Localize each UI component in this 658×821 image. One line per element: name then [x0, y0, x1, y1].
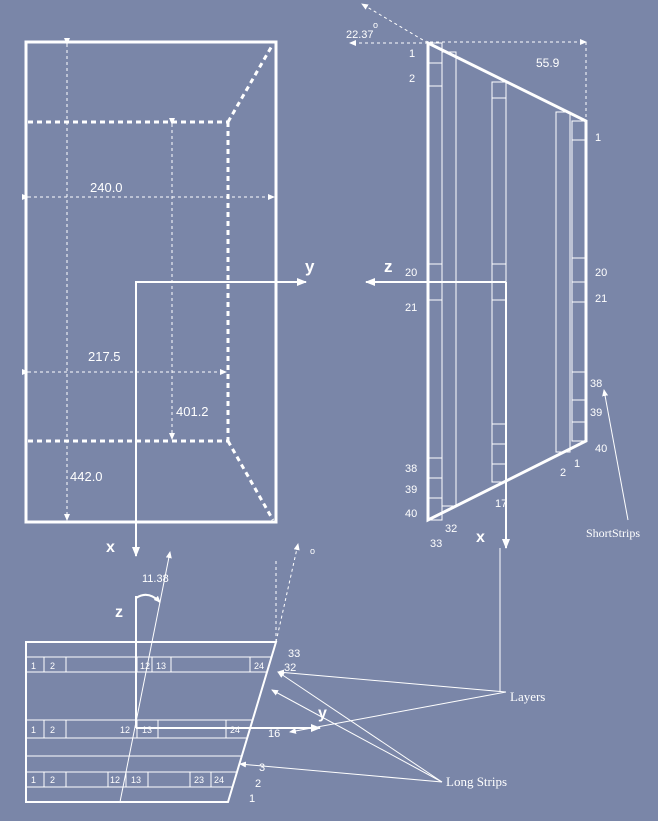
bottom-angle-unit: o [310, 546, 315, 556]
front-axis-x-label: x [106, 539, 115, 556]
bottom-angle-arc [135, 593, 161, 603]
side-bottom-label-1: 1 [574, 458, 580, 470]
bottom-edge-extension [275, 543, 300, 643]
side-axis-x-label: x [476, 529, 485, 546]
bottom-low-cell-12: 12 [110, 775, 120, 785]
bottom-label-3: 3 [259, 762, 265, 774]
side-right-label-21: 21 [595, 293, 607, 305]
long-strips-pointer-a [277, 671, 443, 783]
bottom-low-cell-2: 2 [50, 775, 55, 785]
side-axis-z-label: z [384, 257, 393, 276]
side-right-label-39: 39 [590, 407, 602, 419]
side-column-2 [441, 51, 457, 507]
bottom-mid-cell-1: 1 [31, 725, 36, 735]
dim-inner-width-label: 217.5 [88, 349, 121, 364]
side-right-label-20: 20 [595, 267, 607, 279]
bottom-top-cell-12: 12 [140, 661, 150, 671]
bottom-top-cell-1: 1 [31, 661, 36, 671]
side-left-label-21: 21 [405, 302, 417, 314]
bottom-top-cell-24: 24 [254, 661, 264, 671]
bottom-top-cell-13: 13 [156, 661, 166, 671]
long-strips-label: Long Strips [446, 774, 507, 789]
bottom-tilt-line [119, 551, 172, 803]
side-angle-label: 22.37 [346, 29, 374, 41]
bottom-mid-cell-24: 24 [230, 725, 240, 735]
side-angle-unit: o [373, 20, 378, 30]
bottom-label-2: 2 [255, 778, 261, 790]
side-left-label-20: 20 [405, 267, 417, 279]
side-left-label-1: 1 [409, 48, 415, 60]
dim-width-label: 240.0 [90, 180, 123, 195]
bottom-layer-rows [26, 656, 271, 788]
dim-inner-height-label: 401.2 [176, 404, 209, 419]
side-dim-top-label: 55.9 [536, 56, 560, 70]
front-view: 240.0 217.5 401.2 442.0 y x [22, 38, 315, 557]
front-axis-y [135, 278, 307, 540]
bottom-label-1: 1 [249, 793, 255, 805]
layers-pointer-top [277, 669, 507, 693]
side-left-label-40: 40 [405, 508, 417, 520]
side-bottom-label-32: 32 [445, 523, 457, 535]
bottom-top-cell-2: 2 [50, 661, 55, 671]
layers-pointer-mid [289, 691, 507, 734]
bottom-label-16: 16 [268, 728, 280, 740]
bottom-mid-cell-12: 12 [120, 725, 130, 735]
side-right-label-1: 1 [595, 132, 601, 144]
side-bottom-label-2: 2 [560, 467, 566, 479]
bottom-low-cell-23: 23 [194, 775, 204, 785]
side-left-label-39: 39 [405, 484, 417, 496]
short-strips-pointer [602, 389, 629, 521]
short-strips-label: ShortStrips [586, 526, 640, 540]
layers-label: Layers [510, 689, 545, 704]
side-column-4 [555, 111, 571, 453]
bottom-mid-cell-2: 2 [50, 725, 55, 735]
bottom-low-cell-1: 1 [31, 775, 36, 785]
bottom-outer-frame [25, 641, 278, 803]
bottom-angle-label: 11.38 [142, 573, 169, 585]
side-right-label-38: 38 [590, 378, 602, 390]
bottom-view: 1 2 12 13 24 1 2 12 13 24 1 2 12 13 23 2… [25, 543, 545, 805]
dim-height-label: 442.0 [70, 469, 103, 484]
bottom-low-cell-dividers [43, 772, 212, 787]
side-left-label-38: 38 [405, 463, 417, 475]
bottom-low-cell-24: 24 [214, 775, 224, 785]
bottom-axis-z-label: z [115, 604, 123, 621]
long-strips-pointer-b [271, 689, 443, 783]
front-corner-tr [226, 43, 275, 123]
bottom-mid-cell-13: 13 [142, 725, 152, 735]
bottom-low-cell-13: 13 [131, 775, 141, 785]
bottom-axis-y-label: y [318, 705, 327, 722]
front-axis-y-label: y [305, 257, 315, 276]
side-bottom-label-33: 33 [430, 538, 442, 550]
side-left-label-2: 2 [409, 73, 415, 85]
front-corner-br [226, 440, 275, 521]
side-right-label-40: 40 [595, 443, 607, 455]
bottom-label-32: 32 [284, 662, 296, 674]
long-strips-pointer-c [239, 761, 443, 783]
side-angle-ray [361, 3, 429, 44]
side-column-5 [571, 120, 587, 442]
side-view: 22.37 o 55.9 z x 1 2 20 21 38 39 40 33 3… [346, 3, 640, 550]
side-bottom-label-17: 17 [495, 498, 507, 510]
bottom-label-33: 33 [288, 648, 300, 660]
